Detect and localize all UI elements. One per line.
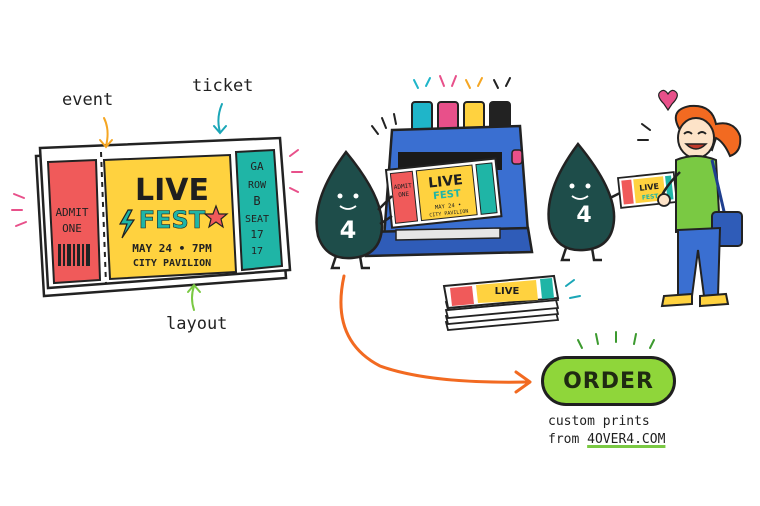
woman-figure bbox=[657, 104, 743, 308]
mascot-left: 4 bbox=[315, 149, 393, 270]
sparkle-marks bbox=[11, 149, 303, 227]
stub-text-1: ADMIT bbox=[55, 206, 88, 219]
side-seat: SEAT bbox=[245, 214, 269, 225]
ticket-title-2: FEST bbox=[139, 206, 206, 234]
barcode-icon bbox=[58, 244, 90, 266]
lightning-icon bbox=[118, 209, 136, 239]
heart-icon bbox=[658, 89, 678, 112]
side-row: ROW bbox=[248, 180, 267, 191]
cta-line-2: from 4OVER4.COM bbox=[548, 431, 688, 449]
mascot-left-number: 4 bbox=[340, 216, 357, 244]
printed-date: MAY 24 • bbox=[435, 202, 462, 211]
cta-prefix: from bbox=[548, 432, 588, 447]
ticket-title-1: LIVE bbox=[135, 173, 209, 208]
printed-stub-1: ADMIT bbox=[394, 182, 413, 191]
printed-ticket: ADMIT ONE LIVE FEST MAY 24 • CITY PAVILI… bbox=[384, 157, 503, 229]
printed-title-1: LIVE bbox=[428, 172, 464, 192]
stack-title: LIVE bbox=[495, 286, 520, 297]
mascot-right: 4 bbox=[547, 141, 627, 262]
side-num-1: 17 bbox=[250, 228, 263, 241]
star-icon bbox=[203, 204, 229, 229]
printed-title-2: FEST bbox=[433, 188, 462, 202]
ticket-date: MAY 24 • 7PM bbox=[132, 242, 212, 255]
cta-text: custom prints from 4OVER4.COM bbox=[548, 413, 688, 449]
label-event: event bbox=[62, 90, 114, 110]
side-num-2: 17 bbox=[251, 246, 263, 257]
stub-text-2: ONE bbox=[62, 222, 82, 235]
label-layout: layout bbox=[166, 314, 228, 334]
mascot-right-number: 4 bbox=[576, 203, 591, 228]
cta-line-1: custom prints bbox=[548, 414, 650, 429]
order-button[interactable]: ORDER bbox=[541, 356, 676, 406]
printed-stub-2: ONE bbox=[398, 191, 410, 199]
arrow-icon bbox=[339, 274, 532, 394]
handed-title-1: LIVE bbox=[639, 182, 660, 193]
label-ticket: ticket bbox=[192, 76, 254, 96]
side-ga: GA bbox=[250, 160, 264, 173]
ticket-venue: CITY PAVILION bbox=[133, 258, 211, 269]
handed-title-2: FEST bbox=[642, 193, 660, 202]
ticket-stack: LIVE bbox=[442, 274, 581, 331]
cta-site-link[interactable]: 4OVER4.COM bbox=[587, 432, 666, 447]
side-b: B bbox=[253, 194, 260, 208]
printed-venue: CITY PAVILION bbox=[429, 209, 469, 219]
annotation-arrows bbox=[99, 103, 227, 311]
order-sparkles bbox=[577, 331, 655, 349]
big-ticket: ADMIT ONE LIVE FEST MAY 24 • 7PM CITY PA… bbox=[11, 136, 303, 298]
